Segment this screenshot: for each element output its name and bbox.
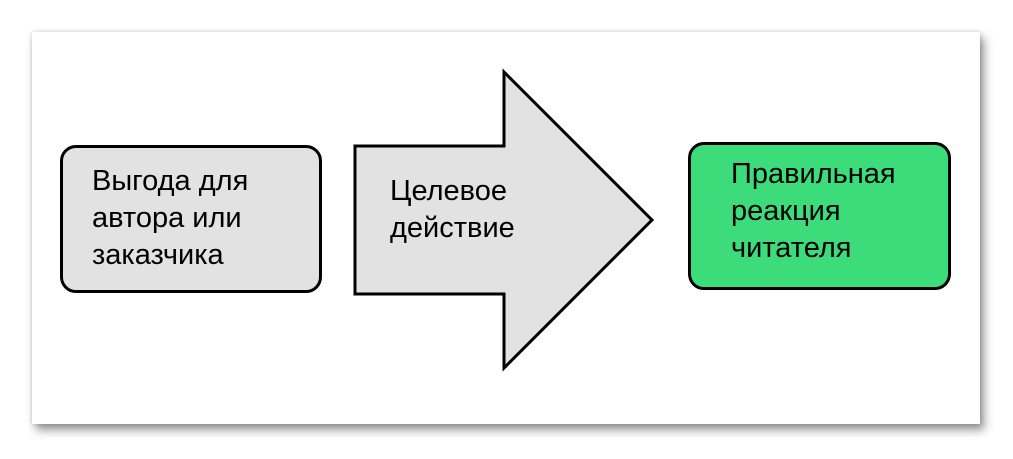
diagram-card: Выгода для автора или заказчика Целевое … <box>32 32 980 424</box>
reader-reaction-text: Правильная реакция читателя <box>731 158 896 264</box>
reader-reaction-box: Правильная реакция читателя <box>688 142 951 290</box>
author-benefit-box: Выгода для автора или заказчика <box>60 145 322 293</box>
target-action-text: Целевое действие <box>390 175 515 244</box>
target-action-arrow <box>353 68 655 372</box>
author-benefit-text: Выгода для автора или заказчика <box>92 165 249 271</box>
arrow-shape <box>353 68 655 372</box>
